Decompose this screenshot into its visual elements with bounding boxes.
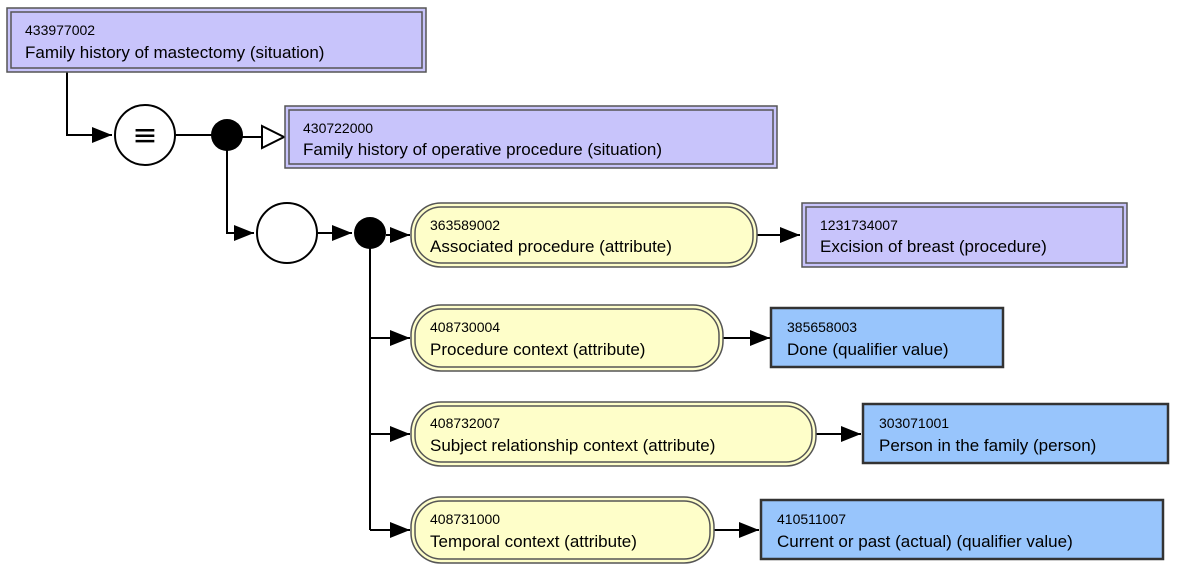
connector-conjunction-to-group — [226, 150, 254, 241]
conjunction-node — [211, 119, 243, 151]
attribute-term: Associated procedure (attribute) — [430, 237, 672, 256]
attribute-code: 408731000 — [430, 511, 500, 527]
concept-code: 433977002 — [25, 22, 95, 38]
focus-concept[interactable]: 433977002 Family history of mastectomy (… — [6, 7, 427, 73]
equivalence-icon: ≡ — [132, 118, 157, 153]
value-excision-of-breast[interactable]: 1231734007 Excision of breast (procedure… — [801, 202, 1128, 268]
attribute-group-symbol — [256, 202, 318, 264]
is-a-arrowhead — [261, 124, 287, 150]
concept-term: Current or past (actual) (qualifier valu… — [777, 532, 1073, 551]
attribute-code: 408730004 — [430, 319, 500, 335]
concept-code: 410511007 — [777, 511, 846, 527]
definition-status-symbol: ≡ — [114, 104, 176, 166]
attribute-term: Procedure context (attribute) — [430, 340, 645, 359]
attribute-term: Subject relationship context (attribute) — [430, 436, 715, 455]
value-person-in-the-family[interactable]: 303071001 Person in the family (person) — [861, 402, 1170, 465]
attribute-subject-relationship-context[interactable]: 408732007 Subject relationship context (… — [410, 401, 817, 467]
attribute-associated-procedure[interactable]: 363589002 Associated procedure (attribut… — [410, 202, 758, 268]
attribute-term: Temporal context (attribute) — [430, 532, 637, 551]
attribute-code: 363589002 — [430, 217, 500, 233]
concept-term: Family history of operative procedure (s… — [303, 140, 662, 159]
group-conjunction-node — [354, 217, 386, 249]
concept-term: Family history of mastectomy (situation) — [25, 43, 324, 62]
concept-code: 385658003 — [787, 319, 857, 335]
attribute-temporal-context[interactable]: 408731000 Temporal context (attribute) — [410, 496, 715, 564]
attribute-code: 408732007 — [430, 415, 500, 431]
concept-term: Person in the family (person) — [879, 436, 1096, 455]
concept-code: 303071001 — [879, 415, 949, 431]
attribute-procedure-context[interactable]: 408730004 Procedure context (attribute) — [410, 304, 724, 372]
connector-focus-to-equivalence — [66, 72, 112, 143]
concept-code: 1231734007 — [820, 217, 898, 233]
value-current-or-past[interactable]: 410511007 Current or past (actual) (qual… — [759, 498, 1165, 561]
connectors — [66, 72, 861, 538]
concept-code: 430722000 — [303, 120, 373, 136]
value-done[interactable]: 385658003 Done (qualifier value) — [769, 306, 1005, 369]
concept-term: Done (qualifier value) — [787, 340, 949, 359]
parent-concept[interactable]: 430722000 Family history of operative pr… — [284, 105, 778, 169]
concept-term: Excision of breast (procedure) — [820, 237, 1047, 256]
